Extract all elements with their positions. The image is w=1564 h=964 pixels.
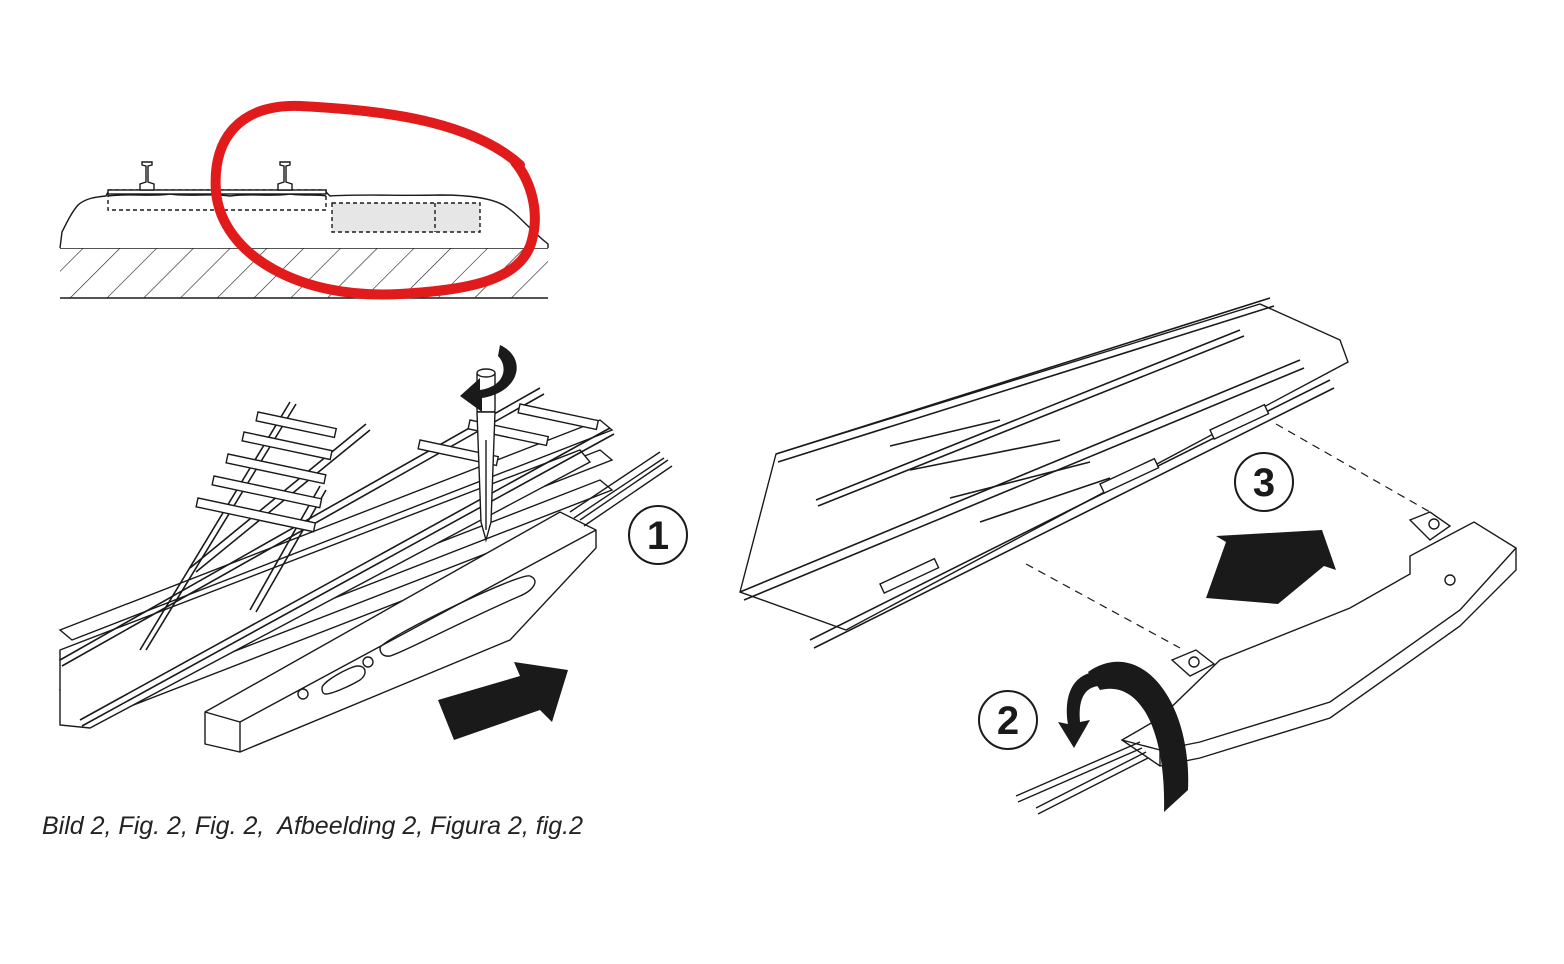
step-1-badge: 1 [628,505,688,565]
turnout-with-screwdriver [58,368,673,753]
rail-profile-right [277,161,293,191]
rotation-arrow-icon [1088,661,1189,812]
rotation-arrow-icon [460,345,517,412]
ties-left [195,403,600,533]
rails-right [739,297,1335,649]
rail-profile-left [139,161,155,191]
arrow-right-icon [438,662,568,740]
figure-caption: Bild 2, Fig. 2, Fig. 2, Afbeelding 2, Fi… [42,812,584,840]
arrow-up-icon [1206,530,1336,604]
step-3-label: 3 [1253,461,1275,505]
rotation-arrow-small-icon [1058,672,1098,748]
red-annotation-circle [210,100,540,300]
turnout-motor-right [1120,511,1517,767]
turnout-motor-left [204,511,597,753]
step-2-label: 2 [997,699,1019,743]
wires-left [569,451,673,527]
ties-right [879,403,1270,594]
step-3-badge: 3 [1234,452,1294,512]
turnout-with-motor-mount [739,297,1517,815]
wires-right [1015,741,1149,815]
step-1-label: 1 [647,514,669,558]
step-2-badge: 2 [978,690,1038,750]
alignment-lines [1025,423,1431,649]
